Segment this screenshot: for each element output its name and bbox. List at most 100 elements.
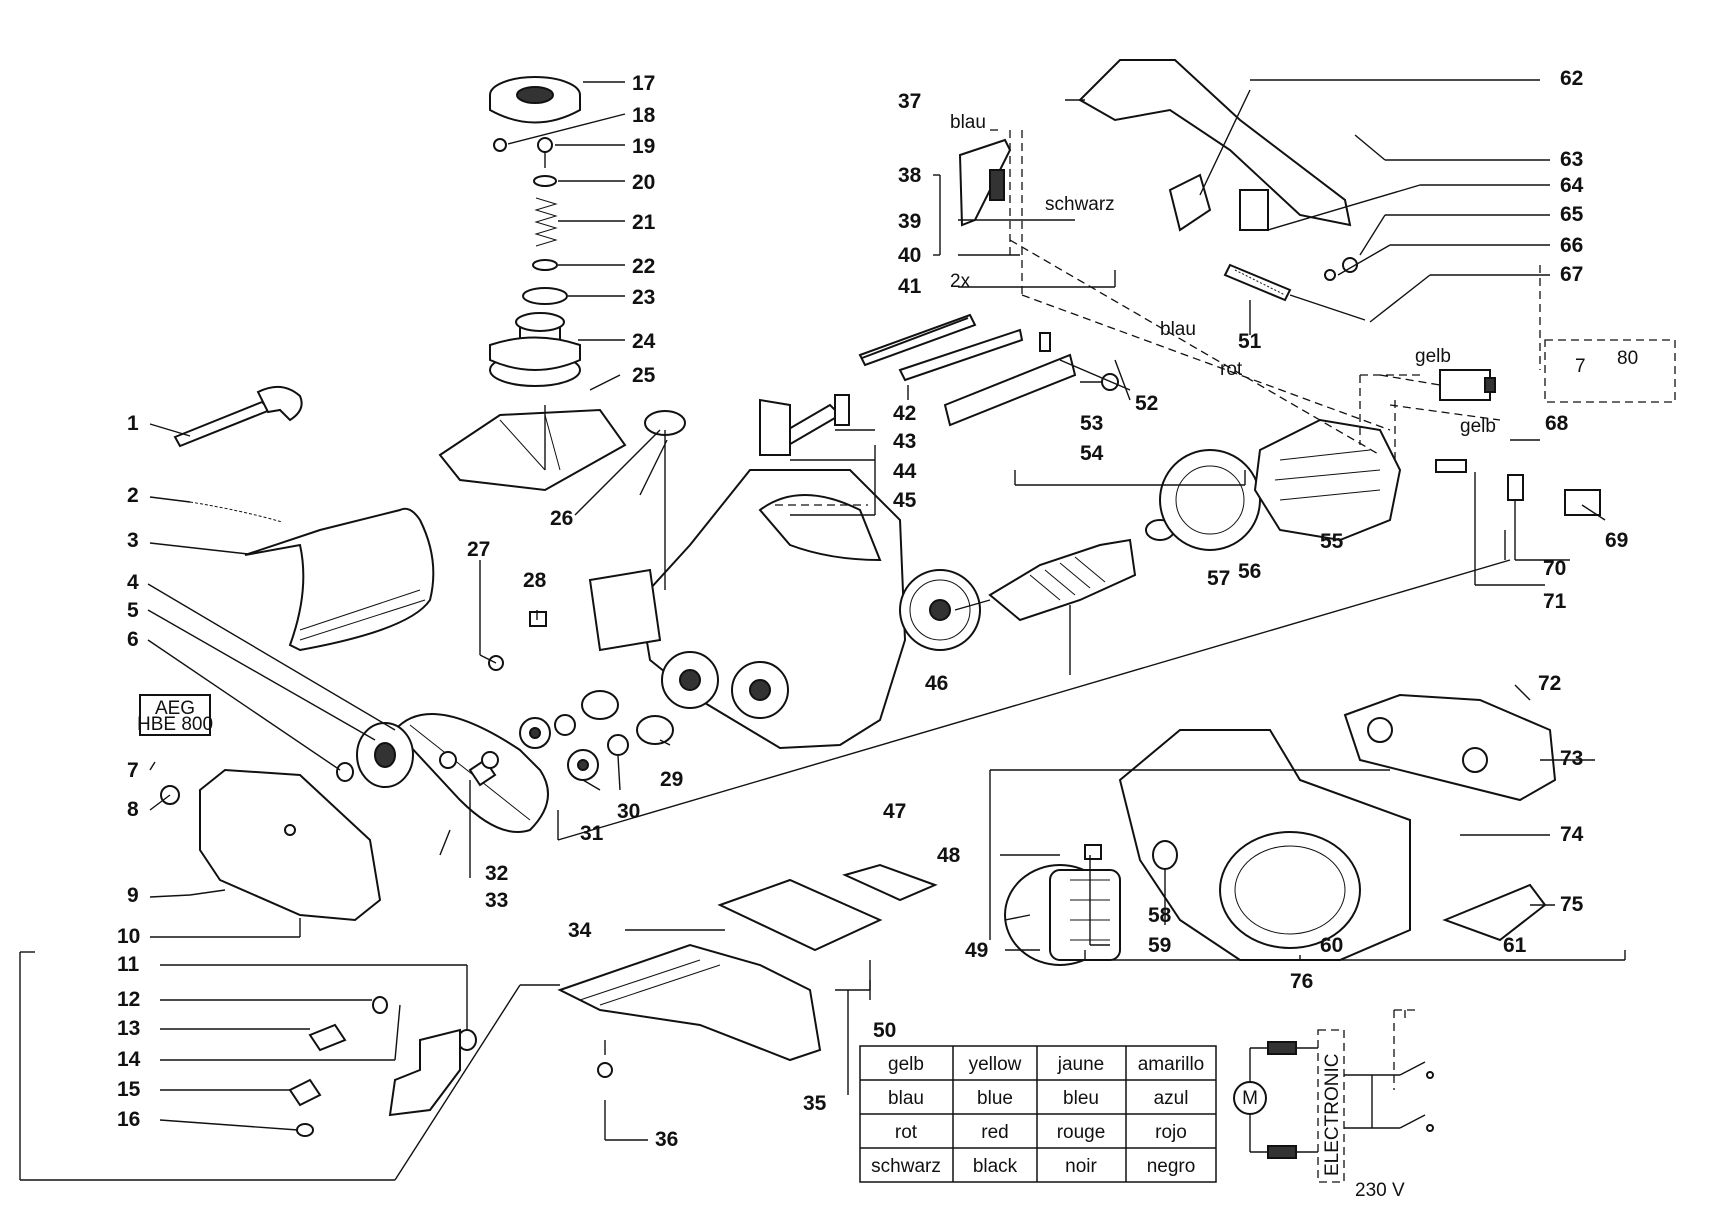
spring-21-part (534, 197, 558, 247)
callout-42: 42 (893, 402, 916, 425)
depth-plate-part (438, 405, 627, 492)
callout-70: 70 (1543, 557, 1566, 580)
callout-74: 74 (1560, 823, 1584, 846)
callout-22: 22 (632, 255, 655, 278)
nut-6-part (336, 762, 354, 782)
callout-34: 34 (568, 919, 592, 942)
callout-15: 15 (117, 1078, 141, 1101)
callout-14: 14 (117, 1048, 141, 1071)
callout-41: 41 (898, 275, 922, 298)
nameplate-brand: AEG (155, 698, 195, 719)
callout-45: 45 (893, 489, 917, 512)
callout-31: 31 (580, 822, 604, 845)
callout-69: 69 (1605, 529, 1628, 552)
color-table-cell: negro (1147, 1156, 1196, 1177)
belt-cover-part (199, 768, 382, 922)
washer-22-part (532, 259, 558, 271)
electronic-module-part (1439, 369, 1496, 401)
wiring-schematic: M ELECTRONIC 230 V (1233, 1009, 1434, 1201)
callout-20: 20 (632, 171, 655, 194)
callout-49: 49 (965, 939, 988, 962)
chip-hood-part (244, 507, 435, 652)
callout-29: 29 (660, 768, 683, 791)
callout-64: 64 (1560, 174, 1584, 197)
wedge-75-part (1442, 883, 1547, 942)
color-table-cell: red (981, 1122, 1008, 1143)
wire-label-blau-top: blau (950, 112, 986, 133)
color-table-cell: rouge (1057, 1122, 1106, 1143)
dimension-80: 80 (1617, 348, 1638, 369)
dimension-7: 7 (1575, 356, 1586, 377)
sole-plate-part (557, 943, 822, 1062)
field-winding-top (1267, 1041, 1297, 1055)
armature-part (954, 519, 1175, 622)
callout-65: 65 (1560, 203, 1584, 226)
adjust-bushing-part (489, 312, 581, 387)
connector-69-part (1564, 489, 1601, 516)
field-winding-bottom (1267, 1145, 1297, 1159)
nut-15-part (288, 1078, 322, 1107)
callout-28: 28 (523, 569, 547, 592)
shim-plate-part (717, 878, 883, 952)
voltage-label: 230 V (1355, 1180, 1405, 1201)
callout-43: 43 (893, 430, 916, 453)
callout-16: 16 (117, 1108, 140, 1131)
color-table-cell: azul (1154, 1088, 1189, 1109)
callout-27: 27 (467, 538, 490, 561)
callout-17: 17 (632, 72, 655, 95)
callout-51: 51 (1238, 330, 1262, 353)
callout-67: 67 (1560, 263, 1583, 286)
callout-3: 3 (127, 529, 139, 552)
callout-59: 59 (1148, 934, 1171, 957)
wire-label-gelb-2: gelb (1460, 416, 1496, 437)
callout-26: 26 (550, 507, 573, 530)
callout-44: 44 (893, 460, 917, 483)
color-table-cell: jaune (1057, 1054, 1105, 1075)
callout-71: 71 (1543, 590, 1567, 613)
leader-lines (19, 79, 1676, 1181)
callout-76: 76 (1290, 970, 1313, 993)
color-table-cell: black (973, 1156, 1018, 1177)
callout-75: 75 (1560, 893, 1584, 916)
callout-61: 61 (1503, 934, 1527, 957)
blade-parts (858, 313, 1119, 427)
callout-4: 4 (127, 571, 139, 594)
callout-58: 58 (1148, 904, 1172, 927)
callout-36: 36 (655, 1128, 678, 1151)
callout-56: 56 (1238, 560, 1261, 583)
belt-pulley-part (356, 722, 414, 788)
depth-knob-part (489, 76, 581, 124)
brush-71-part (1435, 459, 1467, 473)
knob-13-part (308, 1023, 347, 1052)
nameplate-part: AEG HBE 800 (137, 694, 213, 736)
motor-symbol-letter: M (1242, 1088, 1258, 1109)
nameplate-model: HBE 800 (137, 714, 213, 735)
callout-25: 25 (632, 364, 656, 387)
color-table-cell: rojo (1155, 1122, 1187, 1143)
color-table-cell: bleu (1063, 1088, 1099, 1109)
screw-36-part (597, 1040, 613, 1078)
callout-68: 68 (1545, 412, 1569, 435)
callout-54: 54 (1080, 442, 1104, 465)
top-handle-part (1078, 59, 1352, 232)
callout-18: 18 (632, 104, 656, 127)
wire-label-schwarz: schwarz (1045, 194, 1115, 215)
color-table-cell: rot (895, 1122, 918, 1143)
callout-55: 55 (1320, 530, 1344, 553)
color-table-cell: noir (1065, 1156, 1097, 1177)
wire-label-blau-mid: blau (1160, 319, 1196, 340)
electronic-module-label: ELECTRONIC (1322, 1054, 1343, 1176)
callout-1: 1 (127, 412, 139, 435)
callout-57: 57 (1207, 567, 1230, 590)
callout-6: 6 (127, 628, 139, 651)
washer-12-part (372, 996, 388, 1014)
callout-40: 40 (898, 244, 921, 267)
washer-23-part (522, 287, 568, 305)
bearing-58-part (1152, 840, 1178, 870)
color-table-cell: blue (977, 1088, 1013, 1109)
callout-2: 2 (127, 484, 139, 507)
callout-32: 32 (485, 862, 508, 885)
terminal-70-part (1507, 474, 1524, 501)
callout-33: 33 (485, 889, 508, 912)
